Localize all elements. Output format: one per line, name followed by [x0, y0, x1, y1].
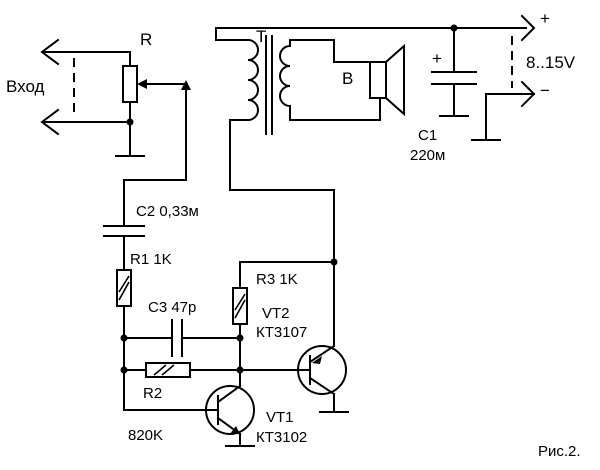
c2-label: C2 0,33м: [136, 203, 199, 220]
transformer-t: [215, 27, 527, 135]
potentiometer-r: [115, 51, 191, 157]
vt1-name-label: VT1: [266, 409, 294, 426]
vt2-type-label: КТ3107: [256, 324, 307, 341]
potentiometer-label: R: [140, 30, 152, 49]
supply-minus-label: −: [540, 81, 550, 100]
capacitor-c1: [431, 24, 477, 117]
vt2-name-label: VT2: [262, 305, 290, 322]
wire-bottom-left: [123, 369, 207, 411]
capacitor-c2: [103, 225, 145, 271]
c1-polarity-label: +: [432, 49, 442, 68]
transformer-label: T: [256, 27, 266, 46]
c1-value-label: 220м: [410, 147, 445, 164]
r1-label: R1 1K: [130, 251, 172, 268]
transistor-vt2: [297, 261, 349, 413]
c3-label: C3 47р: [148, 299, 196, 316]
figure-caption: Рис.2.: [538, 443, 581, 460]
r3-label: R3 1K: [256, 271, 298, 288]
wire-vt2-transformer: [229, 119, 335, 263]
vt1-type-label: КТ3102: [256, 429, 307, 446]
node-r3-c3: [236, 334, 244, 342]
wire-wiper-c2: [123, 129, 187, 227]
input-label: Вход: [6, 77, 45, 96]
supply-connector: [471, 14, 536, 141]
capacitor-c3: [123, 319, 241, 357]
r2-value-label: 820K: [128, 427, 163, 444]
resistor-r3: [232, 261, 335, 387]
r2-name-label: R2: [143, 385, 162, 402]
c1-name-label: C1: [418, 127, 437, 144]
supply-plus-label: +: [540, 9, 550, 28]
speaker-b: [369, 43, 405, 117]
speaker-label: B: [342, 69, 353, 88]
resistor-r2: [123, 362, 241, 378]
input-connector: [40, 38, 131, 136]
supply-voltage-label: 8..15V: [526, 53, 576, 72]
transistor-vt1: [205, 384, 255, 447]
